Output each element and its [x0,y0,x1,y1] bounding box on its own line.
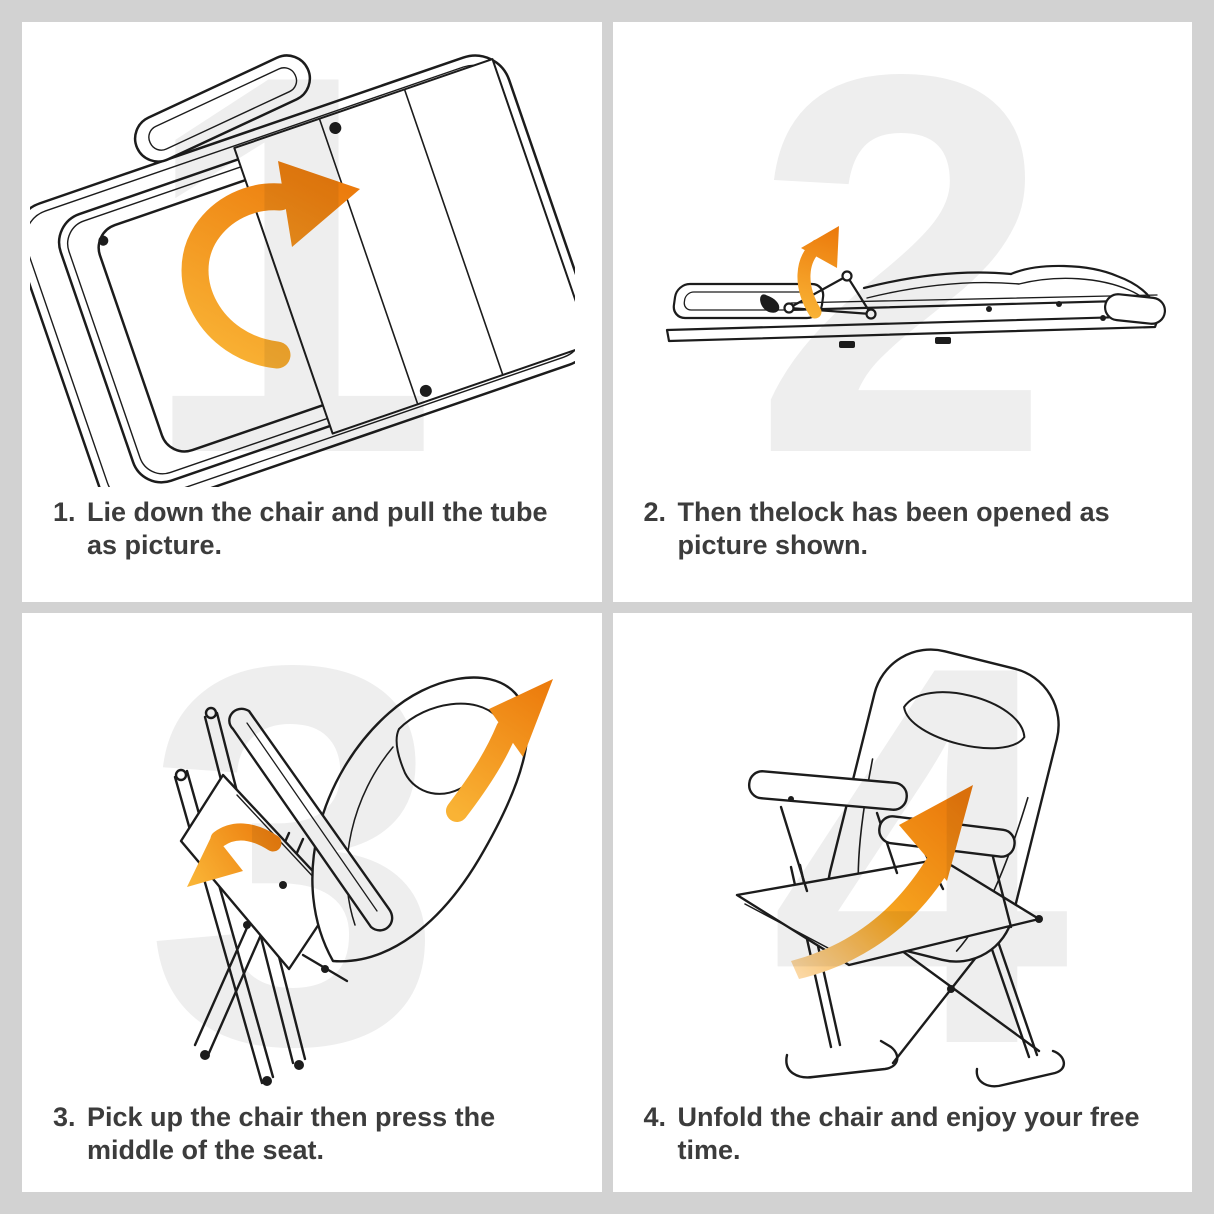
step-caption-text: Pick up the chair then press the middle … [87,1101,496,1165]
unfold-swoosh-arrow-icon [790,784,973,979]
step-caption-text: Lie down the chair and pull the tube as … [87,497,548,561]
step-2-caption: 2. Then thelock has been opened as pictu… [644,496,1181,563]
step-3-caption: 3. Pick up the chair then press the midd… [53,1101,590,1168]
folded-armrest [133,54,312,163]
step-number: 1. [53,497,76,527]
step-caption-text: Then thelock has been opened as picture … [677,497,1110,561]
step-caption-text: Unfold the chair and enjoy your free tim… [677,1101,1140,1165]
step-3-watermark: 3 [144,612,445,1157]
half-unfolded-chair-illustration [173,675,553,1086]
step-4-panel: 4 4. Unfold the chair and enjoy your fre… [612,612,1192,1192]
step-number: 2. [643,497,667,527]
step-1-caption: 1. Lie down the chair and pull the tube … [53,496,590,563]
unfolded-chair [735,647,1065,1087]
step-4-watermark: 4 [769,612,1070,1157]
step-1-watermark: 1 [138,22,439,567]
step-4-caption: 4. Unfold the chair and enjoy your free … [644,1101,1181,1168]
step-number: 3. [53,1101,76,1132]
lift-up-arrow-icon [446,678,553,822]
half-folded-chair [173,675,529,1086]
step-2-panel: 2 2. Then thelock has been opened as pic… [612,22,1192,602]
press-down-arrow-icon [187,823,282,887]
unfolded-chair-illustration [735,647,1065,1087]
lock-open-up-arrow-icon [796,226,839,319]
folded-chair-side-view-illustration [665,226,1166,348]
step-number: 4. [643,1101,667,1132]
step-2-watermark: 2 [752,22,1053,567]
curved-pull-arrow-icon [181,161,360,369]
flat-folded-chair [665,264,1166,348]
step-3-panel: 3 3. Pick up the chair then press the mi… [22,612,602,1192]
step-1-panel: 1 1. Lie down the chair and pull the tub… [22,22,602,602]
folded-chair-top-view-illustration [30,54,575,487]
folded-chair-frame [30,54,575,487]
